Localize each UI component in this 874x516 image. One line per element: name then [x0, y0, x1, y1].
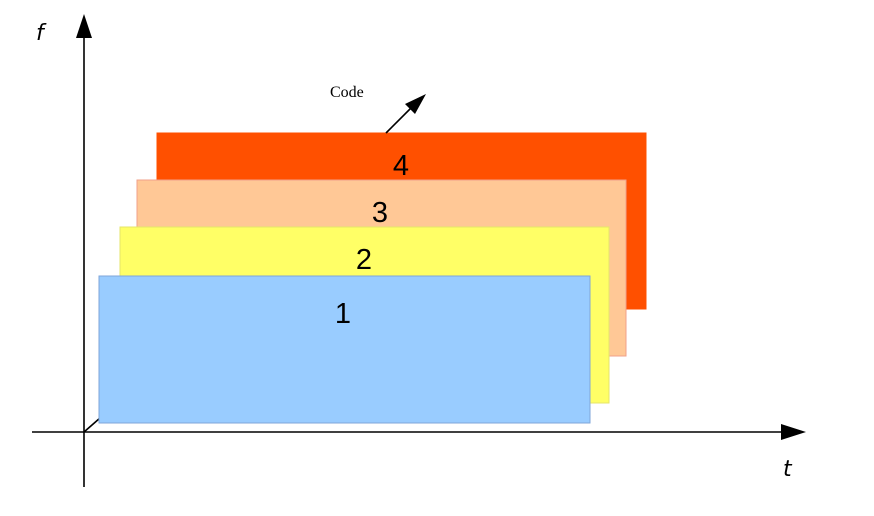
code-axis-line — [385, 105, 414, 134]
t-axis-arrowhead — [781, 424, 806, 440]
code-axis-origin-segment — [83, 417, 101, 433]
code-axis-label: Code — [330, 84, 364, 101]
t-axis-label: t — [783, 457, 793, 482]
layer-1-rect — [98, 275, 591, 424]
f-axis-arrowhead — [76, 14, 92, 38]
code-axis-arrowhead — [405, 94, 426, 114]
layer-3-label: 3 — [372, 197, 388, 229]
layer-4-label: 4 — [393, 150, 409, 182]
f-axis-label: f — [36, 21, 47, 46]
layer-2-label: 2 — [356, 244, 372, 276]
layer-1-label: 1 — [335, 298, 351, 330]
